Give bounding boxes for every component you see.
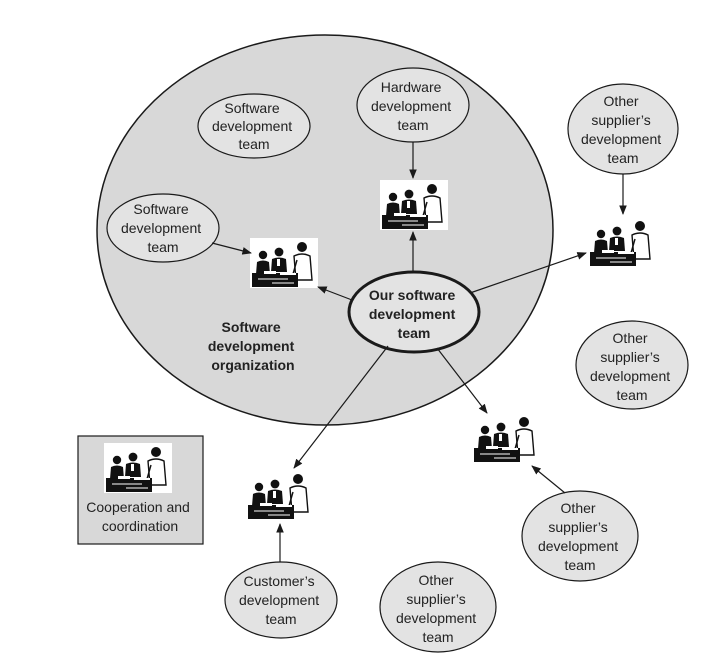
svg-text:Other supplier’s d: Other supplier’s development team	[590, 330, 674, 403]
meeting-icon	[103, 442, 173, 494]
legend-label: Cooperation and coordination	[86, 499, 193, 534]
svg-text:Other supplier’s d: Other supplier’s development team	[396, 572, 480, 645]
svg-text:Software development: Software development team	[121, 201, 205, 255]
svg-text:Other supplier’s d: Other supplier’s development team	[581, 93, 665, 166]
node-supplier-bottom-right: Other supplier’s development team	[521, 490, 639, 582]
svg-text:Hardware development: Hardware development team	[371, 79, 455, 133]
node-supplier-mid-right: Other supplier’s development team	[575, 320, 689, 410]
meeting-icon-hardware	[379, 179, 449, 231]
meeting-icon-supplier-right	[471, 412, 541, 464]
node-supplier-bottom-center: Other supplier’s development team	[379, 561, 497, 653]
connector-arrows	[211, 142, 627, 562]
svg-text:Software development: Software development team	[212, 100, 296, 152]
node-software-team-left: Software development team	[106, 193, 220, 263]
node-our-software-team: Our software development team	[347, 270, 481, 354]
node-customer-team: Customer’s development team	[224, 561, 338, 639]
legend: Cooperation and coordination	[77, 435, 204, 545]
svg-text:Other supplier’s d: Other supplier’s development team	[538, 500, 622, 573]
node-supplier-top-right: Other supplier’s development team	[567, 83, 679, 175]
meeting-icon-software	[249, 237, 319, 289]
meeting-icon-supplier-top	[587, 216, 657, 268]
svg-text:Customer’s development: Customer’s development team	[239, 573, 323, 627]
node-software-team-top: Software development team	[197, 93, 311, 159]
organization-label: Software development organization	[208, 319, 298, 373]
node-hardware-team: Hardware development team	[356, 67, 470, 143]
meeting-icon-customer	[245, 469, 315, 521]
svg-text:Our software development: Our software development team	[369, 287, 459, 341]
